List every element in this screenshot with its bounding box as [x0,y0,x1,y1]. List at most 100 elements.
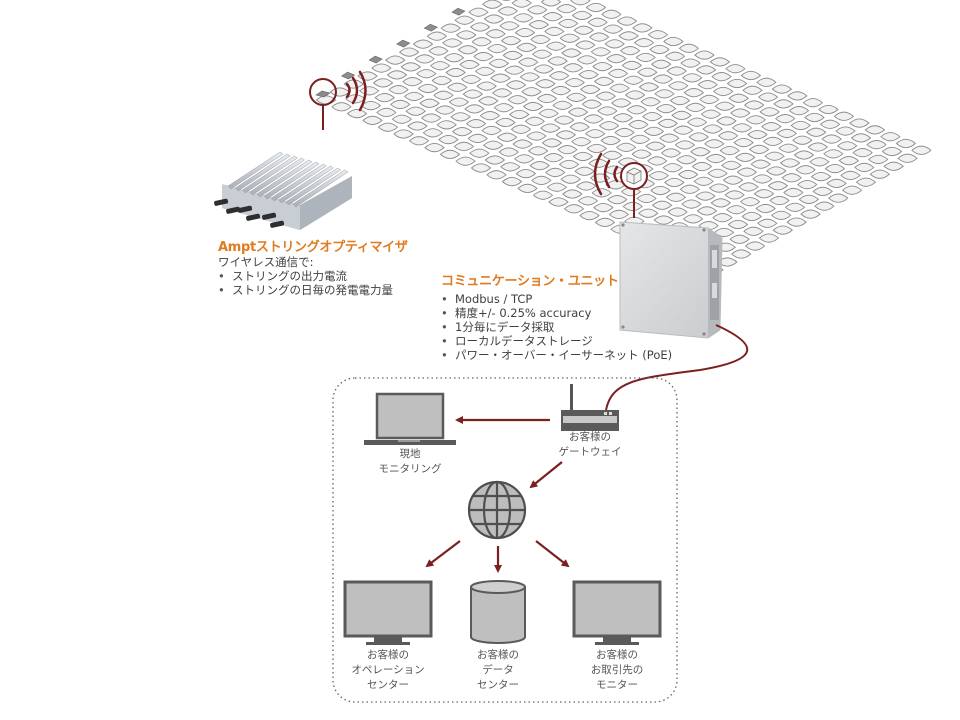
solar-panel-cell [691,161,713,172]
solar-panel-cell [588,32,610,42]
solar-panel-cell [517,183,538,194]
solar-panel-cell [665,192,687,202]
solar-panel-cell [650,185,671,196]
optimizer-bullet: ストリングの日毎の発電電力量 [218,283,408,297]
solar-panel-cell [721,160,742,170]
solar-panel-cell [548,197,569,207]
solar-panel-cell [491,88,513,98]
solar-panel-cell [648,171,669,181]
comm-unit-title: コミュニケーション・ユニット [441,274,619,289]
label-line: 現地 [399,448,421,460]
solar-panel-cell [850,133,872,143]
solar-panel-cell [529,161,550,171]
solar-panel-cell [450,112,471,122]
solar-panel-cell [707,168,728,178]
wireless-signal-icon [593,152,619,196]
solar-panel-cell [493,103,514,113]
heatsink-fin [263,161,320,200]
solar-panel-cell [756,77,777,87]
solar-panel-cell [452,127,473,137]
optimizer-description: Amptストリングオプティマイザ ワイヤレス通信で: ストリングの出力電流 スト… [218,236,408,297]
solar-panel-cell [594,217,616,228]
solar-panel-cell [833,111,855,121]
solar-panel-cell [456,30,477,40]
solar-panel-cell [854,162,875,173]
solar-panel-cell [403,91,425,102]
solar-panel-cell [584,129,606,139]
solar-panel-cell [473,51,494,62]
solar-panel-cell [726,78,748,89]
solar-panel-cell [486,170,507,180]
label-line: お客様の [477,649,519,661]
solar-panel-cell [657,118,678,128]
solar-panel-cell [667,207,688,217]
solar-panel-cell [590,47,612,57]
solar-panel-cell [546,182,568,192]
label-line: センター [367,679,409,691]
solar-panel-cell [674,140,696,150]
solar-panel-cell [607,68,629,79]
optimizer-bullet-text: ストリングの出力電流 [232,269,347,283]
solar-panel-cell [678,43,700,53]
solar-panel-cell [897,153,918,163]
solar-panel-cell [731,123,753,133]
solar-panel-cell [571,10,593,21]
solar-panel-cell [606,54,627,64]
solar-panel-cell [632,23,653,33]
solar-panel-cell [622,201,643,212]
solar-panel-cell [776,128,798,139]
solar-panel-cell [881,146,903,157]
solar-panel-cell [766,166,787,176]
comm-unit-bullet: Modbus / TCP [441,292,672,306]
solar-panel-cell [405,106,426,116]
solar-panel-cell [783,187,804,198]
solar-panel-cell [544,26,565,37]
solar-panel-cell [530,34,551,45]
solar-panel-cell [697,80,718,90]
solar-panel-cell [807,142,829,152]
solar-panel-cell [398,47,420,57]
solar-panel-cell [561,48,582,58]
optimizer-callout [309,78,337,130]
solar-panel-cell [496,132,518,142]
solar-panel-cell [439,149,461,160]
solar-panel-cell [693,176,714,186]
solar-panel-cell [460,74,482,84]
solar-panel-cell [448,97,470,107]
solar-panel-cell [567,107,589,117]
solar-panel-cell [728,93,749,103]
solar-panel-cell [483,14,505,24]
solar-panel-cell [757,218,778,228]
comm-unit-bullet-text: Modbus / TCP [455,292,533,306]
heatsink-fin [278,165,334,204]
solar-panel-cell [809,157,830,167]
solar-panel-cell [637,67,658,77]
optimizer-device-icon [214,151,352,230]
solar-panel-cell [555,130,576,140]
solar-panel-cell [562,63,584,73]
solar-panel-cell [540,123,561,133]
solar-panel-cell [465,119,487,129]
solar-panel-cell [702,124,723,134]
solar-panel-cell [663,36,684,47]
solar-panel-cell [574,166,595,176]
solar-panel-cell [750,159,771,169]
solar-panel-cell [797,179,818,190]
solar-panel-cell [714,101,736,111]
solar-panel-cell [604,39,625,49]
solar-panel-cell [638,82,660,92]
solar-panel-cell [823,149,844,159]
solar-panel-cell [585,2,607,13]
solar-panel-cell [724,190,745,200]
solar-panel-cell [500,162,521,172]
solar-panel-cell [454,15,475,25]
string-optimizer [423,23,438,32]
solar-panel-cell [557,18,579,29]
optimizer-title: Amptストリングオプティマイザ [218,240,408,255]
solar-panel-cell [676,155,697,165]
label-line: お客様の [367,649,409,661]
solar-panel-cell [722,175,744,185]
solar-panel-cell [664,177,685,188]
solar-panel-cell [528,20,550,30]
solar-panel-cell [414,54,435,64]
